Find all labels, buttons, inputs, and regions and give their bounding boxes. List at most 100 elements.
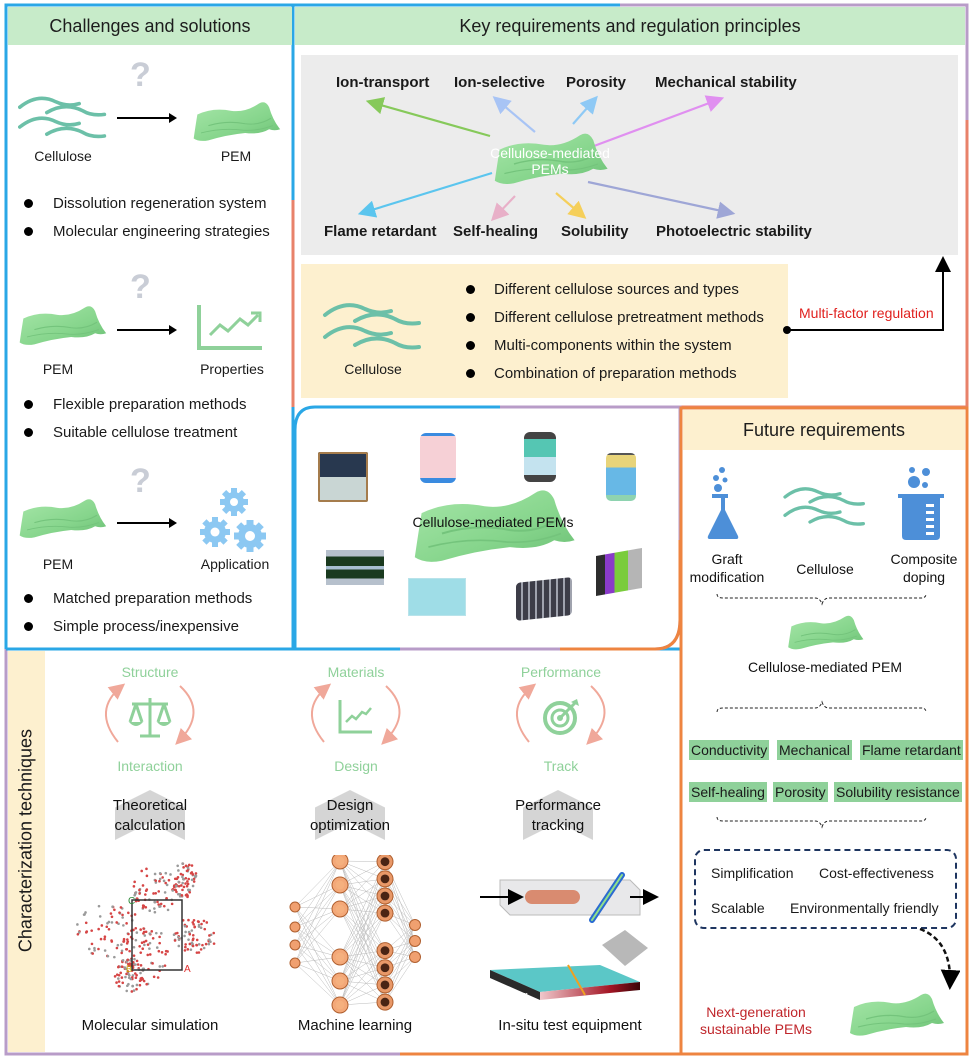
- atom: [184, 882, 187, 885]
- key-requirements-header: Key requirements and regulation principl…: [295, 7, 965, 45]
- application-image-layered-cell: [326, 550, 384, 585]
- atom: [187, 863, 191, 867]
- atom: [195, 951, 199, 954]
- question-mark-icon: ?: [130, 462, 151, 500]
- atom: [153, 900, 157, 904]
- atom: [121, 913, 124, 917]
- atom: [134, 926, 138, 930]
- atom: [133, 893, 136, 897]
- application-image-solar-panel: [516, 577, 572, 621]
- property-chip-mechanical: Mechanical: [777, 740, 852, 760]
- atom: [136, 963, 140, 966]
- factor-list: Different cellulose sources and types Di…: [466, 275, 764, 387]
- atom: [190, 929, 194, 932]
- atom: [158, 877, 162, 881]
- atom: [133, 957, 136, 961]
- atom: [121, 916, 124, 919]
- atom: [197, 951, 201, 954]
- factor-item: Different cellulose pretreatment methods: [466, 303, 764, 331]
- atom: [126, 938, 129, 941]
- atom: [166, 908, 170, 912]
- application-image-electrolytic-cell: [408, 578, 466, 616]
- atom: [177, 884, 181, 888]
- atom: [183, 924, 187, 928]
- atom: [197, 943, 201, 946]
- atom: [120, 951, 123, 955]
- key-requirements-title: Key requirements and regulation principl…: [459, 16, 801, 36]
- atom: [189, 948, 193, 951]
- atom: [144, 906, 148, 909]
- atom: [76, 923, 79, 926]
- atom: [192, 880, 196, 883]
- atom: [84, 921, 88, 925]
- atom: [103, 937, 106, 941]
- atom: [177, 869, 180, 872]
- neural-network-figure: [289, 855, 421, 1014]
- bullet-item: Simple process/inexpensive: [24, 612, 252, 640]
- atom: [132, 885, 136, 888]
- atom: [110, 939, 113, 942]
- atom: [186, 948, 190, 951]
- beaker-icon: [898, 467, 944, 540]
- axis-label-c: C: [128, 896, 135, 907]
- atom: [132, 954, 136, 957]
- atom: [176, 864, 179, 868]
- atom: [181, 875, 184, 879]
- atom: [103, 935, 107, 939]
- atom: [165, 883, 169, 887]
- atom: [93, 946, 96, 950]
- atom: [115, 946, 119, 950]
- atom: [148, 932, 152, 935]
- atom: [134, 976, 138, 980]
- factor-item: Combination of preparation methods: [466, 359, 764, 387]
- atom: [113, 955, 116, 959]
- atom: [170, 902, 174, 906]
- future-cellulose-label: Cellulose: [796, 561, 854, 577]
- atom: [153, 907, 156, 910]
- atom: [84, 911, 87, 914]
- atom: [207, 942, 211, 946]
- atom: [144, 939, 148, 943]
- atom: [156, 976, 160, 979]
- atom: [202, 946, 206, 950]
- atom: [204, 942, 208, 946]
- atom: [212, 942, 216, 945]
- atom: [186, 888, 190, 892]
- atom: [194, 872, 198, 875]
- cycle-bottom-track: Track: [543, 758, 579, 774]
- atom: [121, 959, 125, 962]
- atom: [115, 981, 118, 984]
- atom: [142, 979, 146, 983]
- arrow-icon: [117, 113, 177, 123]
- atom: [194, 874, 197, 878]
- atom: [141, 884, 145, 887]
- atom: [181, 881, 184, 885]
- arrow-icon: [117, 325, 177, 335]
- atom: [208, 934, 211, 937]
- atom: [128, 974, 131, 977]
- atom: [90, 942, 94, 946]
- atom: [87, 947, 91, 951]
- atom: [126, 962, 130, 966]
- atom: [135, 983, 139, 987]
- atom: [189, 871, 193, 875]
- atom: [117, 984, 121, 988]
- cellulose-icon: [18, 96, 107, 139]
- applications-center-label: Cellulose-mediated PEMs: [412, 514, 574, 530]
- atom: [153, 910, 157, 914]
- bullet-item: Dissolution regeneration system: [24, 189, 270, 217]
- row1-to-label: PEM: [220, 148, 252, 164]
- row2-from-label: PEM: [42, 361, 74, 377]
- bullet-item: Molecular engineering strategies: [24, 217, 270, 245]
- atom: [131, 974, 135, 977]
- arrow-mechanical-stability: [593, 95, 725, 148]
- atom: [151, 936, 155, 940]
- balance-scale-icon: [128, 698, 172, 738]
- regulation-connector: [783, 256, 951, 334]
- atom: [191, 921, 195, 924]
- trend-chart-icon: [338, 700, 372, 734]
- atom: [191, 933, 195, 937]
- atom: [110, 921, 114, 924]
